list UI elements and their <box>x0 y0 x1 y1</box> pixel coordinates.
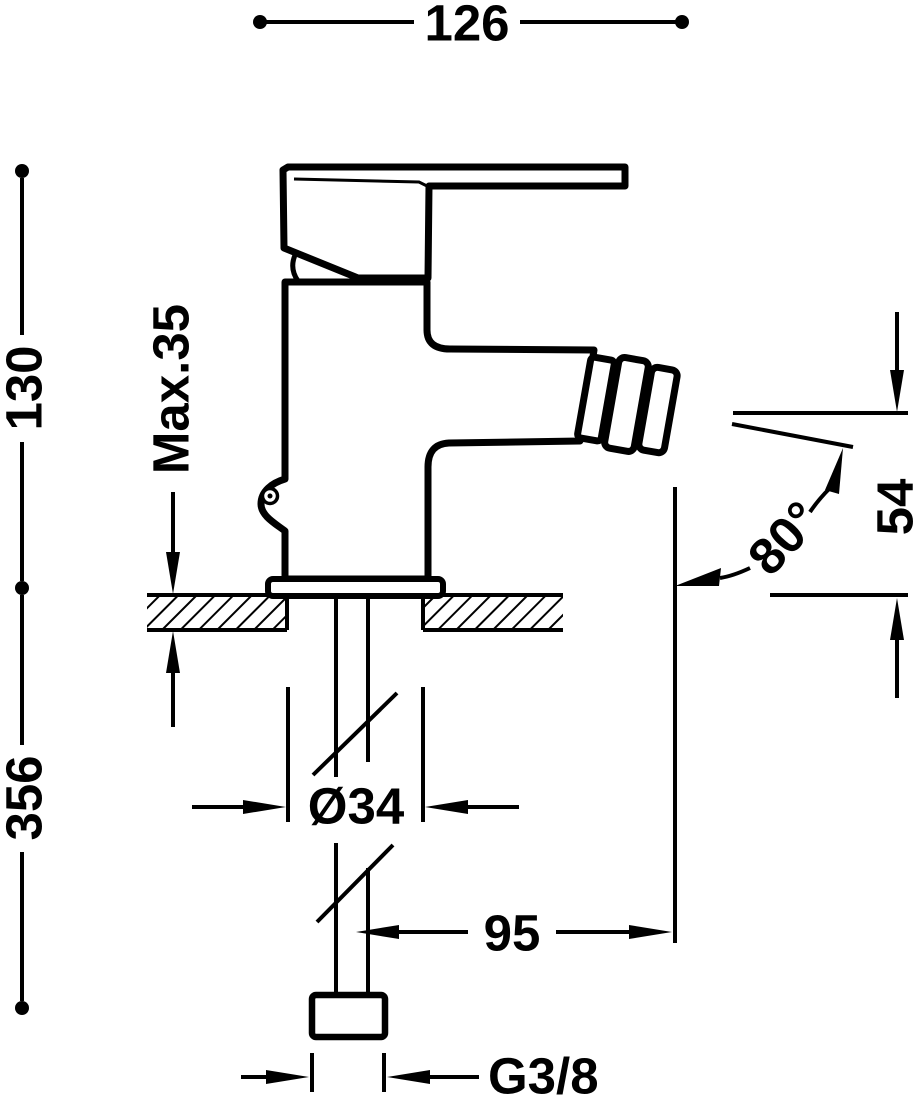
dim-dot-top <box>15 164 29 178</box>
spout-axis-line <box>731 422 854 449</box>
g38-arrowhead-left <box>266 1070 309 1084</box>
dimension-54-label: 54 <box>867 478 918 535</box>
angle-arc-lower <box>719 566 751 580</box>
g38-arrowhead-right <box>387 1070 430 1084</box>
mounting-flange <box>265 576 446 599</box>
aerator-ring-2 <box>601 354 652 455</box>
dimension-overall-width: 126 <box>253 0 689 52</box>
dimension-heights-left: 130 356 <box>0 164 53 1015</box>
max35-arrowhead-down <box>166 552 180 594</box>
countertop-left-hatch <box>147 595 287 630</box>
countertop-section <box>147 593 563 632</box>
o34-arrowhead-right <box>425 800 468 814</box>
angle-arrowhead-upper <box>825 448 843 494</box>
angle-arrowhead-lower <box>675 568 721 586</box>
dimension-inlet-thread: G3/8 <box>241 1048 599 1100</box>
dim-dot-middle <box>15 581 29 595</box>
dimension-g38-label: G3/8 <box>488 1048 599 1100</box>
dimension-130-label: 130 <box>0 345 53 430</box>
dimension-o34-label: Ø34 <box>308 778 405 835</box>
dimension-counter-thickness: Max.35 <box>143 304 200 727</box>
dim54-reference-lines <box>733 411 908 597</box>
countertop-left-outline <box>147 593 289 632</box>
o34-arrowhead-left <box>243 800 286 814</box>
aerator-ring-3 <box>635 363 681 457</box>
dimension-outlet-reach: 95 <box>356 905 672 962</box>
dimension-126-label: 126 <box>424 0 509 52</box>
aerator <box>574 353 681 457</box>
faucet-body <box>257 278 598 583</box>
dimension-spout-angle: 80° <box>673 422 854 943</box>
break-slash-lower <box>315 843 395 924</box>
faucet-handle <box>279 163 629 283</box>
handle-inner-line <box>293 177 430 189</box>
countertop-right-outline <box>421 593 563 632</box>
g38-tick-lines <box>310 1053 386 1092</box>
supply-shank <box>308 596 399 1041</box>
dim54-arrowhead-up <box>890 598 904 640</box>
handle-front-arc <box>290 249 301 283</box>
dim-dot-left <box>253 15 267 29</box>
shank-lines <box>334 596 370 995</box>
connection-nut <box>308 991 389 1041</box>
faucet <box>257 163 681 1041</box>
aerator-ring-1 <box>574 353 618 445</box>
handle-outline <box>279 163 629 282</box>
dimension-outlet-height: 54 <box>733 312 918 698</box>
dim95-arrowhead-right <box>629 925 672 939</box>
dimension-356-label: 356 <box>0 755 53 840</box>
dim54-arrowhead-down <box>890 370 904 412</box>
dim-dot-right <box>675 15 689 29</box>
dimension-max35-label: Max.35 <box>143 304 200 474</box>
dimension-hole-diameter: Ø34 <box>192 687 519 835</box>
angle-arc-upper <box>808 486 832 514</box>
dim-dot-bottom <box>15 1001 29 1015</box>
countertop-right-hatch <box>423 595 563 630</box>
dim95-arrowhead-left <box>356 925 399 939</box>
o34-extension-lines <box>286 687 425 822</box>
break-slash-upper <box>311 691 399 777</box>
max35-arrowhead-up <box>166 631 180 673</box>
dimension-95-label: 95 <box>484 905 541 962</box>
popup-knob <box>260 486 280 506</box>
